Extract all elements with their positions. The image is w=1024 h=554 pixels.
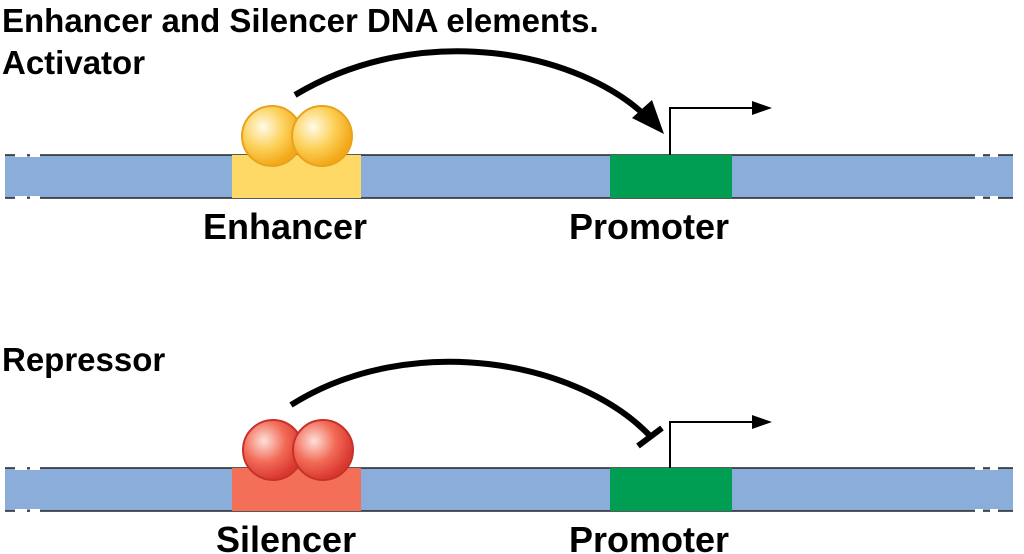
promoter-region	[610, 468, 732, 511]
enhancer-region	[232, 155, 361, 198]
promoter-label: Promoter	[569, 206, 729, 247]
enhancer-label: Enhancer	[203, 206, 367, 247]
transcription-start-arrow	[669, 107, 755, 155]
activation-arrow	[293, 48, 653, 123]
activation-arrowhead	[632, 100, 664, 134]
promoter-label: Promoter	[569, 519, 729, 554]
figure-title: Enhancer and Silencer DNA elements.	[2, 2, 599, 39]
transcription-arrowhead	[752, 101, 772, 115]
activator-panel: Activator Enhancer Promoter	[2, 44, 1013, 247]
repressor-protein-subunit	[292, 419, 354, 481]
dna-strand	[5, 468, 1013, 511]
repression-arrow	[289, 358, 655, 441]
transcription-arrowhead	[752, 415, 772, 429]
activator-protein-subunit	[291, 105, 353, 167]
repressor-heading: Repressor	[2, 341, 165, 378]
repressor-panel: Repressor Silencer Promoter	[2, 341, 1013, 554]
dna-strand	[5, 155, 1013, 198]
transcription-start-arrow	[669, 421, 755, 468]
silencer-label: Silencer	[216, 519, 356, 554]
repression-bar	[636, 425, 664, 449]
promoter-region	[610, 155, 732, 198]
activator-heading: Activator	[2, 44, 145, 81]
